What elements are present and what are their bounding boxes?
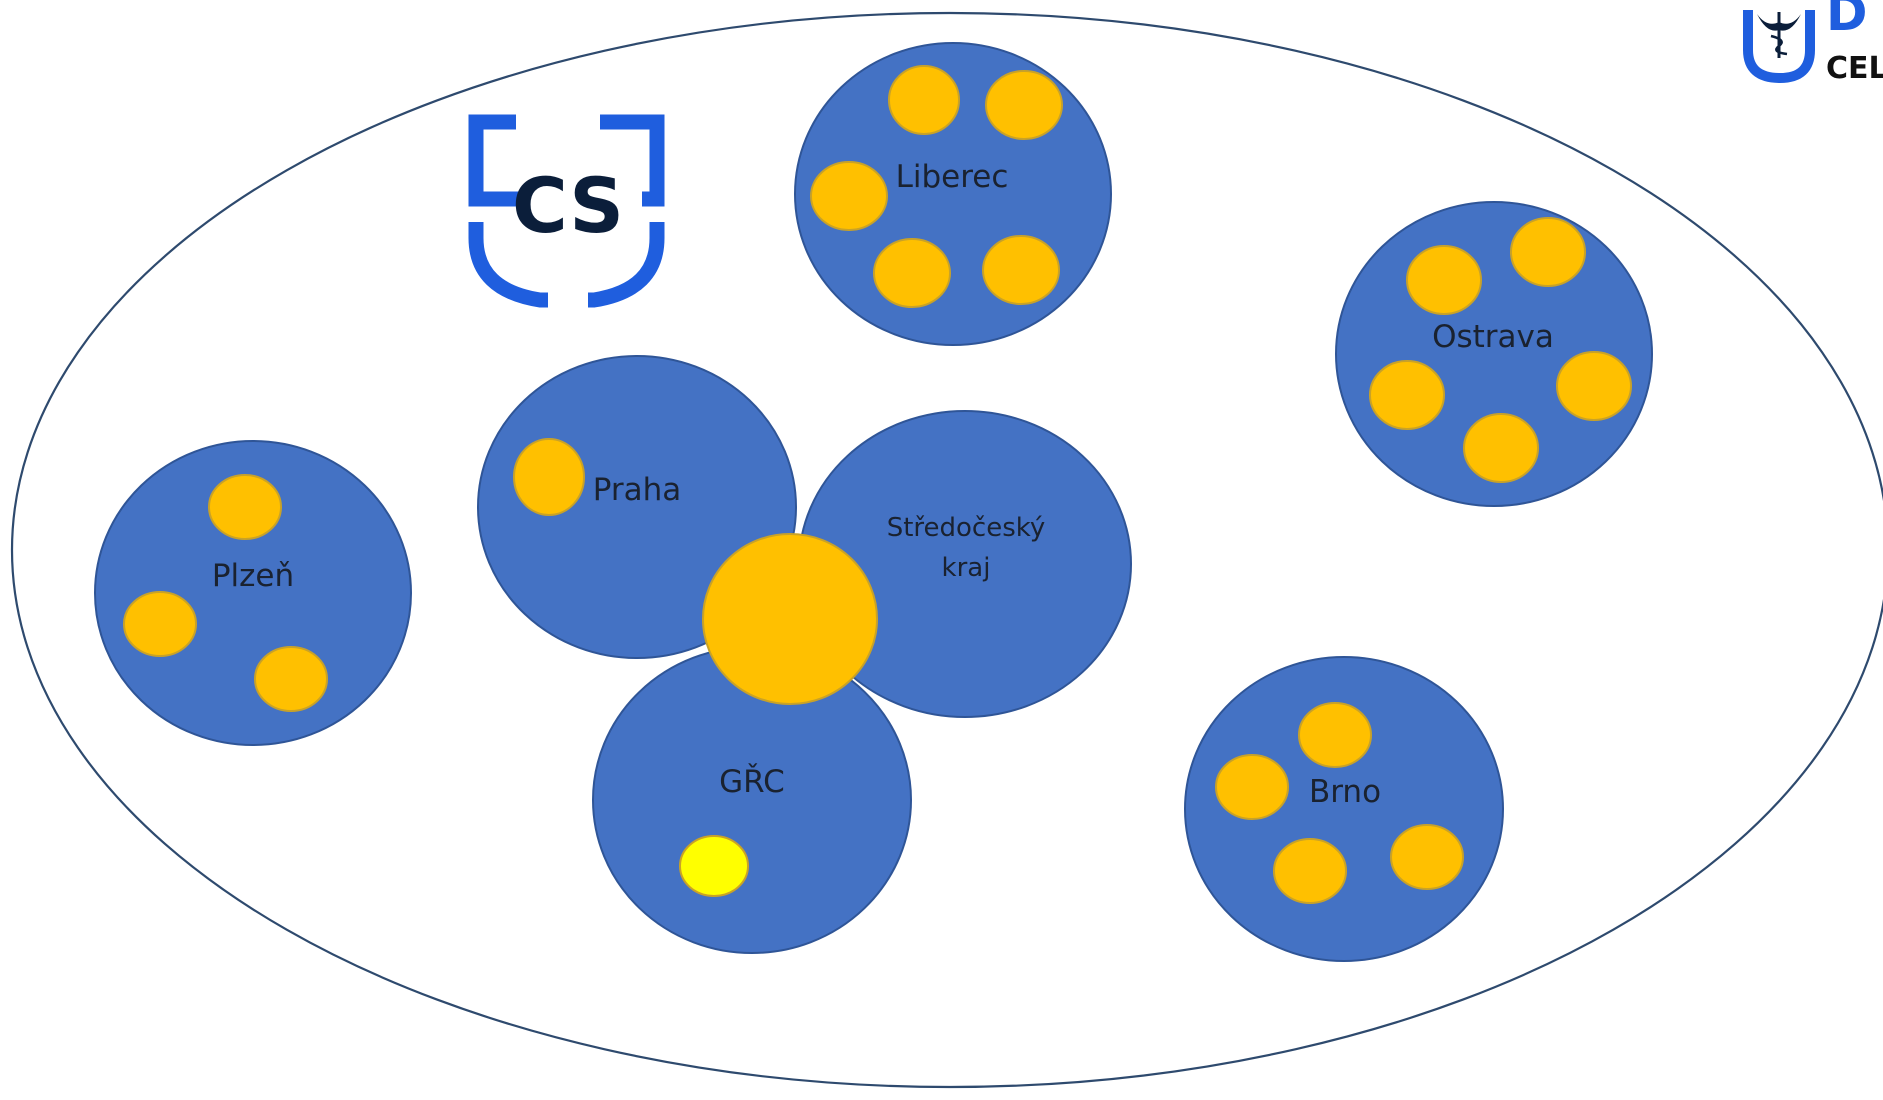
caduceus-icon bbox=[1757, 12, 1801, 58]
node-praha-1 bbox=[513, 438, 585, 516]
region-label-ostrava: Ostrava bbox=[1432, 319, 1554, 355]
region-label-plzen: Plzeň bbox=[212, 558, 294, 594]
cs-logo-bracket-bottom-left bbox=[468, 222, 548, 308]
node-liberec-2 bbox=[985, 70, 1063, 140]
node-grc-highlight bbox=[679, 835, 749, 897]
node-brno-1 bbox=[1298, 702, 1372, 768]
cs-logo-bracket-bottom-right bbox=[588, 222, 665, 308]
node-liberec-1 bbox=[888, 65, 960, 135]
cs-logo: CS bbox=[468, 114, 665, 308]
region-label-grc: GŘC bbox=[719, 764, 785, 800]
region-label-brno: Brno bbox=[1309, 774, 1381, 810]
outer-boundary-ellipse bbox=[11, 12, 1883, 1088]
central-hub-node bbox=[702, 533, 878, 705]
node-plzen-2 bbox=[123, 591, 197, 657]
node-brno-2 bbox=[1215, 754, 1289, 820]
node-ostrava-3 bbox=[1369, 360, 1445, 430]
corner-logo-subtext: CEL bbox=[1826, 51, 1883, 86]
cs-logo-bracket-top-right bbox=[600, 114, 665, 207]
node-liberec-5 bbox=[982, 235, 1060, 305]
corner-logo-letter: D bbox=[1826, 0, 1868, 42]
node-brno-3 bbox=[1273, 838, 1347, 904]
node-liberec-4 bbox=[873, 238, 951, 308]
node-ostrava-5 bbox=[1463, 413, 1539, 483]
node-plzen-3 bbox=[254, 646, 328, 712]
cs-logo-bracket-top bbox=[468, 114, 522, 207]
node-liberec-3 bbox=[810, 161, 888, 231]
node-brno-4 bbox=[1390, 824, 1464, 890]
node-ostrava-4 bbox=[1556, 351, 1632, 421]
node-ostrava-2 bbox=[1510, 217, 1586, 287]
region-plzen bbox=[94, 440, 412, 746]
region-label-liberec: Liberec bbox=[896, 159, 1009, 195]
corner-logo: D CEL bbox=[1743, 0, 1883, 86]
cs-logo-text: CS bbox=[512, 161, 624, 250]
nodes-layer bbox=[123, 65, 1632, 904]
node-plzen-1 bbox=[208, 474, 282, 540]
node-ostrava-1 bbox=[1406, 245, 1482, 315]
corner-logo-shield bbox=[1743, 10, 1815, 84]
region-label-praha: Praha bbox=[593, 472, 682, 508]
